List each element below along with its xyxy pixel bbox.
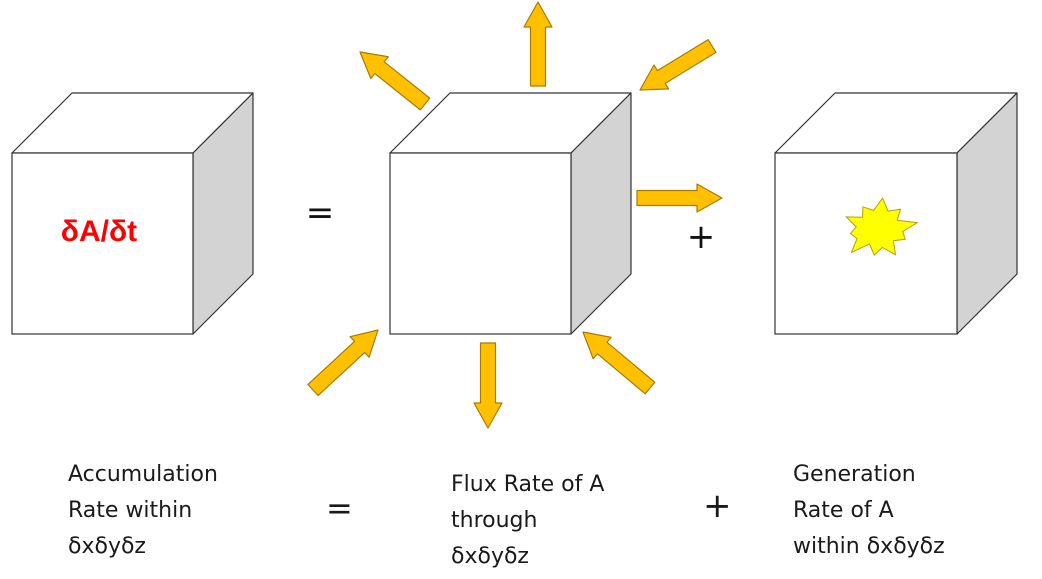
flux-arrow-icon	[307, 329, 379, 397]
flux-arrow-icon	[359, 51, 431, 111]
equals-sign-bottom: =	[326, 489, 353, 527]
flux-arrow-icon	[639, 38, 717, 91]
flux-cube	[389, 92, 632, 335]
equals-sign-top: =	[306, 193, 335, 233]
accumulation-rate-label: δA/δt	[61, 215, 137, 248]
generation-burst-icon	[844, 197, 919, 256]
generation-caption-line-1: Generation	[793, 462, 916, 487]
accumulation-cube-front	[11, 152, 194, 335]
flux-cube-front	[389, 152, 572, 335]
accumulation-caption-line-2: Rate within	[68, 498, 193, 523]
generation-caption-line-2: Rate of A	[793, 498, 894, 523]
plus-sign-bottom: +	[703, 486, 732, 526]
accumulation-caption-line-3: δxδyδz	[68, 534, 146, 559]
flux-caption: Flux Rate of A through δxδyδz	[451, 467, 604, 575]
flux-caption-line-1: Flux Rate of A	[451, 472, 605, 497]
flux-caption-line-2: through	[451, 508, 538, 533]
flux-arrow-icon	[473, 342, 503, 429]
generation-caption: Generation Rate of A within δxδyδz	[793, 457, 945, 565]
flux-arrow-icon	[636, 183, 723, 213]
generation-caption-line-3: within δxδyδz	[793, 534, 945, 559]
flux-arrow-icon	[582, 331, 656, 395]
accumulation-caption-line-1: Accumulation	[68, 462, 218, 487]
generation-cube	[774, 92, 1018, 335]
accumulation-caption: Accumulation Rate within δxδyδz	[68, 457, 218, 565]
flux-arrows	[307, 1, 723, 429]
flux-arrow-icon	[523, 1, 553, 87]
flux-caption-line-3: δxδyδz	[451, 544, 529, 569]
accumulation-cube: δA/δt	[11, 92, 254, 335]
plus-sign-top: +	[687, 217, 716, 257]
